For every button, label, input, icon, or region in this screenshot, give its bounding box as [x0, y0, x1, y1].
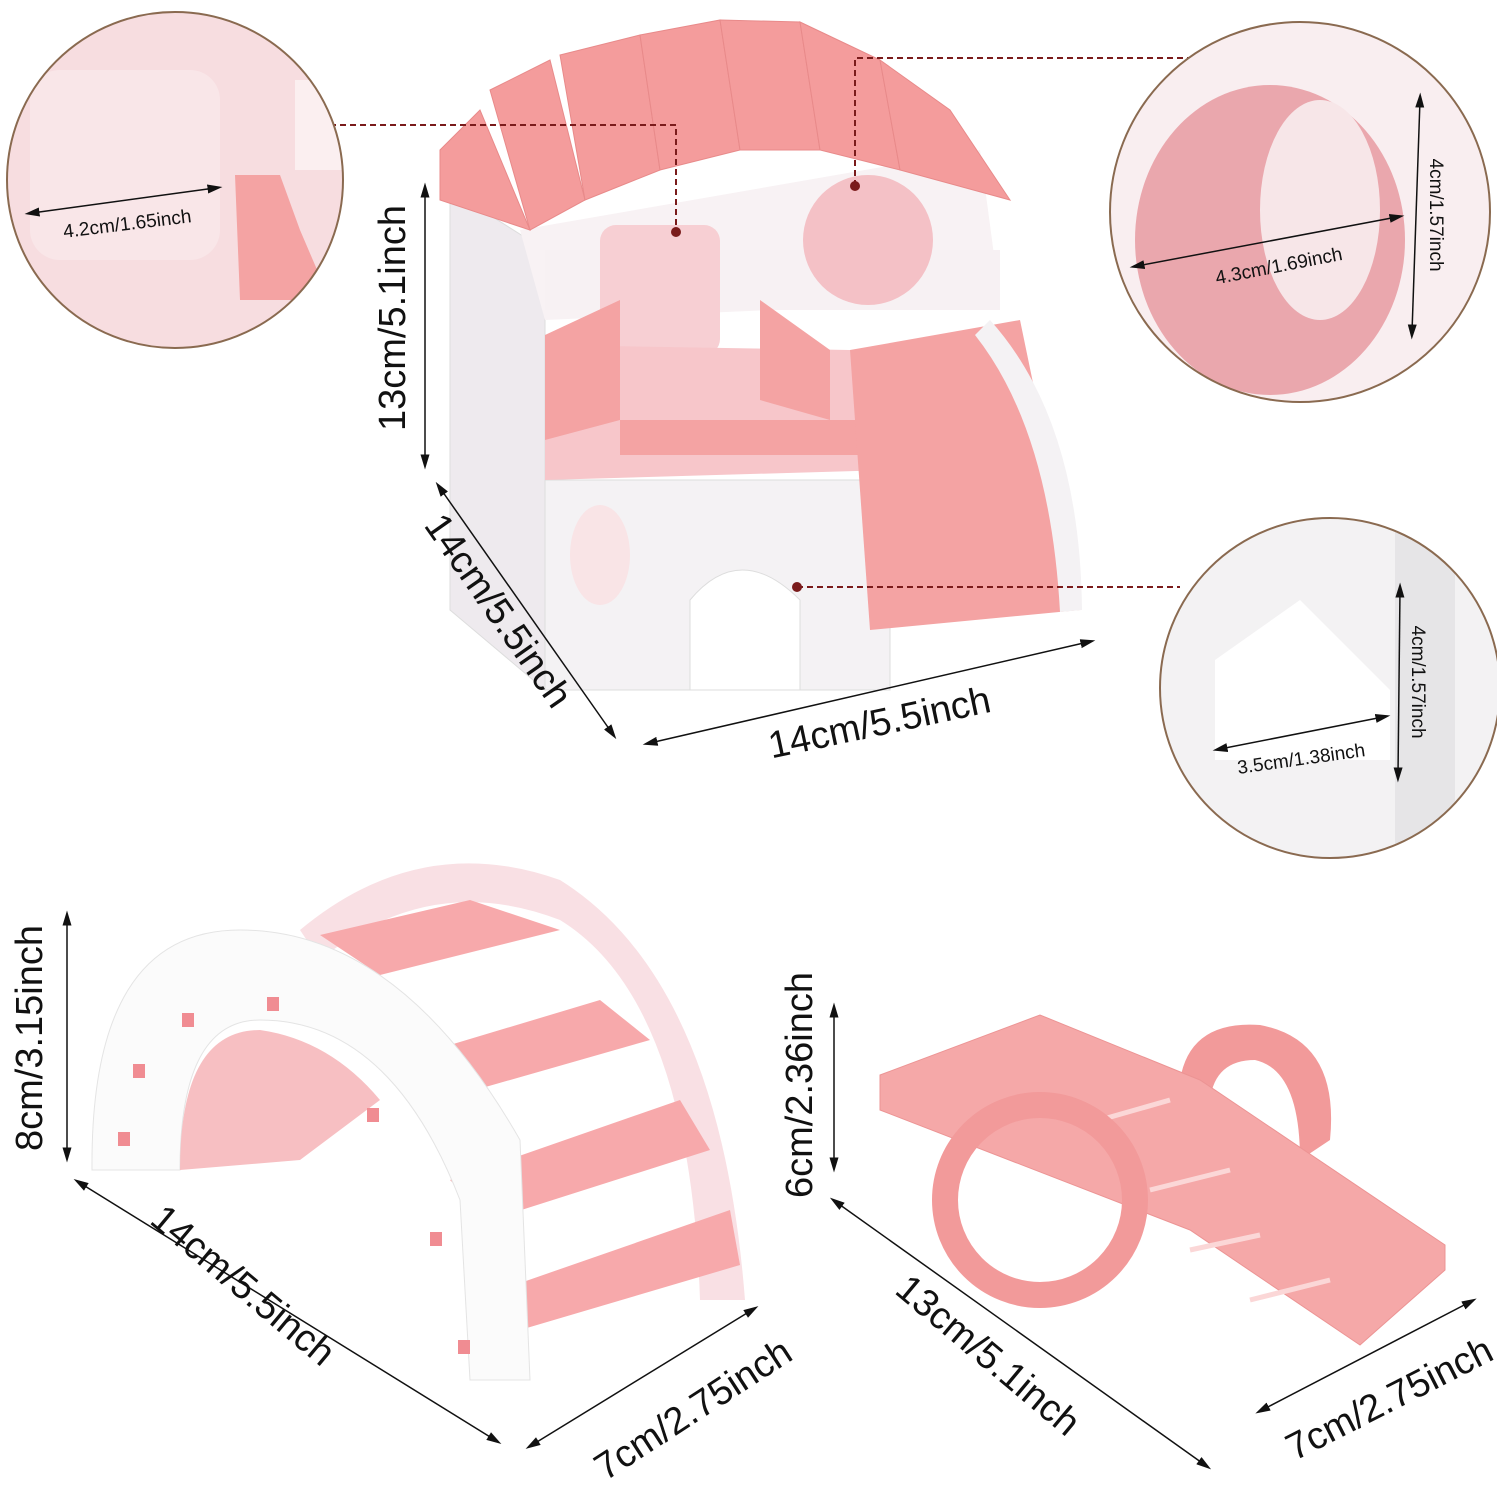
- hamster-house: [439, 19, 1082, 692]
- bridge-width-label: 7cm/2.75inch: [587, 1331, 799, 1489]
- house-width-label: 14cm/5.5inch: [765, 679, 995, 767]
- seesaw-height-label: 6cm/2.36inch: [779, 972, 821, 1198]
- detail-arch-circle: [1159, 517, 1497, 859]
- seesaw: [879, 1014, 1446, 1346]
- leader-lines: [330, 57, 1200, 588]
- rainbow-bridge: [91, 863, 745, 1381]
- house-height-label: 13cm/5.1inch: [372, 205, 414, 431]
- seesaw-dimension-arrows: [829, 1002, 1477, 1470]
- detail-door-circle: [6, 11, 344, 349]
- seesaw-width-label: 7cm/2.75inch: [1279, 1329, 1497, 1469]
- house-dimension-arrows: [420, 182, 1096, 746]
- bridge-dimension-arrows: [62, 910, 759, 1449]
- bridge-length-label: 14cm/5.5inch: [143, 1197, 343, 1374]
- arch-height-label: 4cm/1.57inch: [1407, 625, 1428, 738]
- window-height-label: 4cm/1.57inch: [1425, 158, 1446, 271]
- detail-window-circle: [1109, 21, 1491, 403]
- bridge-height-label: 8cm/3.15inch: [9, 925, 51, 1151]
